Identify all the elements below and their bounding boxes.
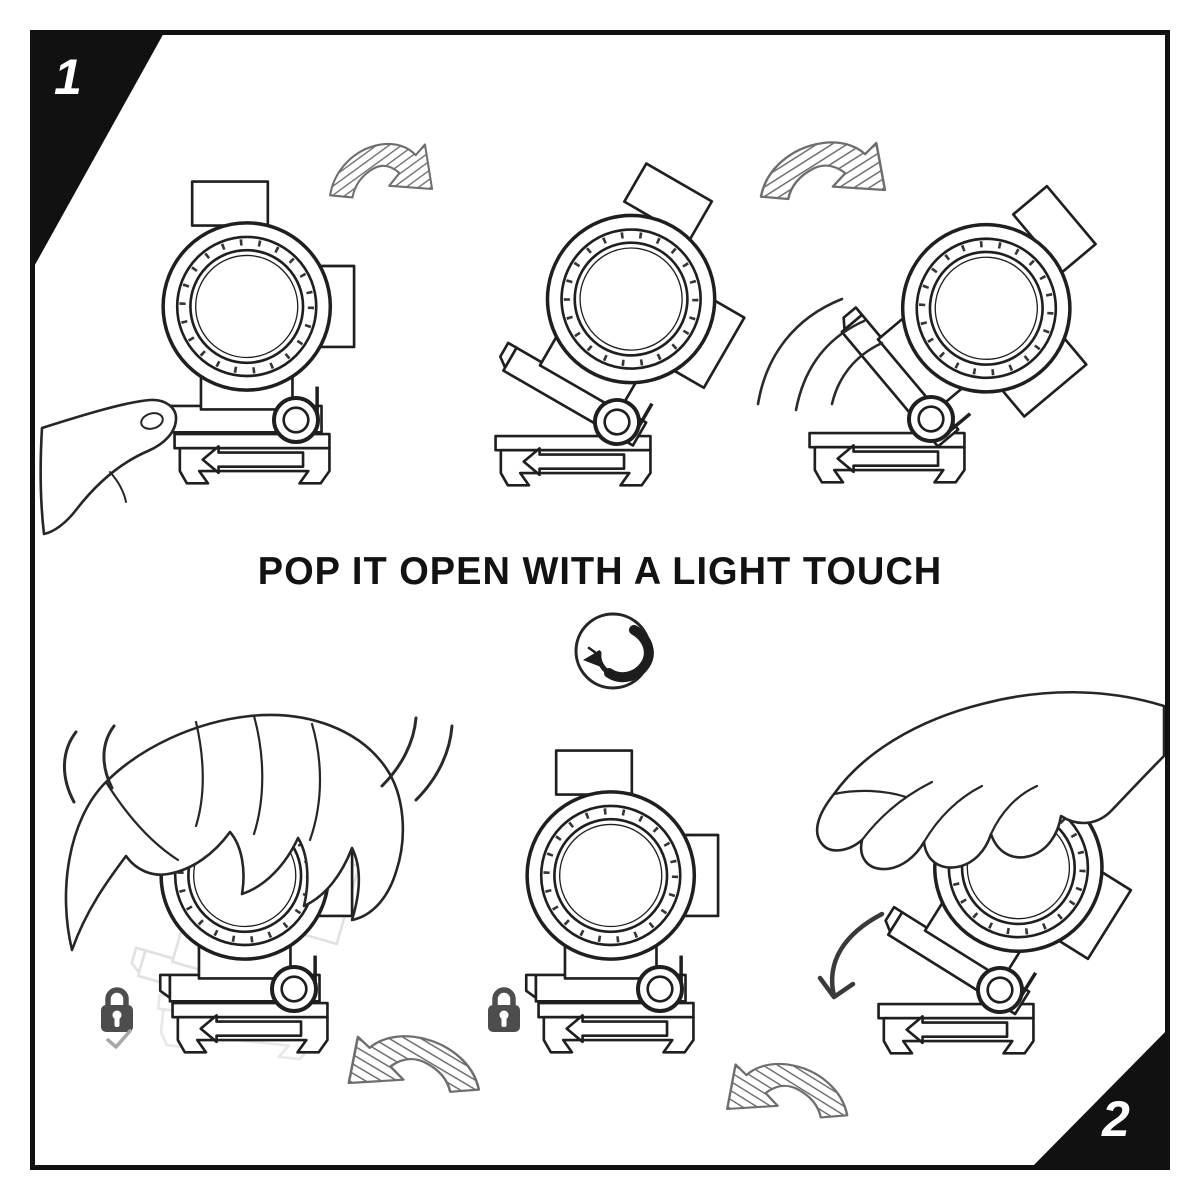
swing-motion-lines-icon bbox=[756, 297, 884, 412]
panel-latch-open bbox=[756, 163, 1151, 484]
rotate-arrow-icon bbox=[347, 1034, 481, 1094]
step2-corner-triangle bbox=[1030, 1028, 1169, 1169]
rotate-arrow-icon bbox=[329, 142, 434, 199]
wiggle-motion-lines-icon bbox=[62, 716, 454, 804]
lock-closed-icon bbox=[101, 990, 133, 1032]
lock-closed-icon bbox=[488, 990, 520, 1032]
headline-text: POP IT OPEN WITH A LIGHT TOUCH bbox=[257, 550, 943, 594]
pointing-finger bbox=[39, 398, 178, 536]
touch-gesture-icon bbox=[574, 612, 654, 690]
gripping-hand bbox=[64, 713, 405, 952]
step1-corner-triangle bbox=[31, 31, 165, 272]
panel-wiggle-test bbox=[62, 713, 454, 1062]
holding-hand bbox=[815, 690, 1166, 871]
step-number-2: 2 bbox=[1102, 1091, 1130, 1147]
rotate-arrow-icon bbox=[726, 1062, 849, 1119]
rotate-arrow-icon bbox=[759, 141, 887, 201]
panel-latch-opening bbox=[490, 149, 786, 487]
step-number-1: 1 bbox=[54, 49, 82, 105]
page-border bbox=[30, 30, 1170, 1170]
close-latch-arrow-icon bbox=[817, 911, 885, 1000]
panel-close-latch bbox=[815, 690, 1176, 1055]
check-icon bbox=[106, 1029, 132, 1049]
panel-locked bbox=[488, 751, 718, 1054]
panel-press-lever bbox=[39, 182, 354, 536]
